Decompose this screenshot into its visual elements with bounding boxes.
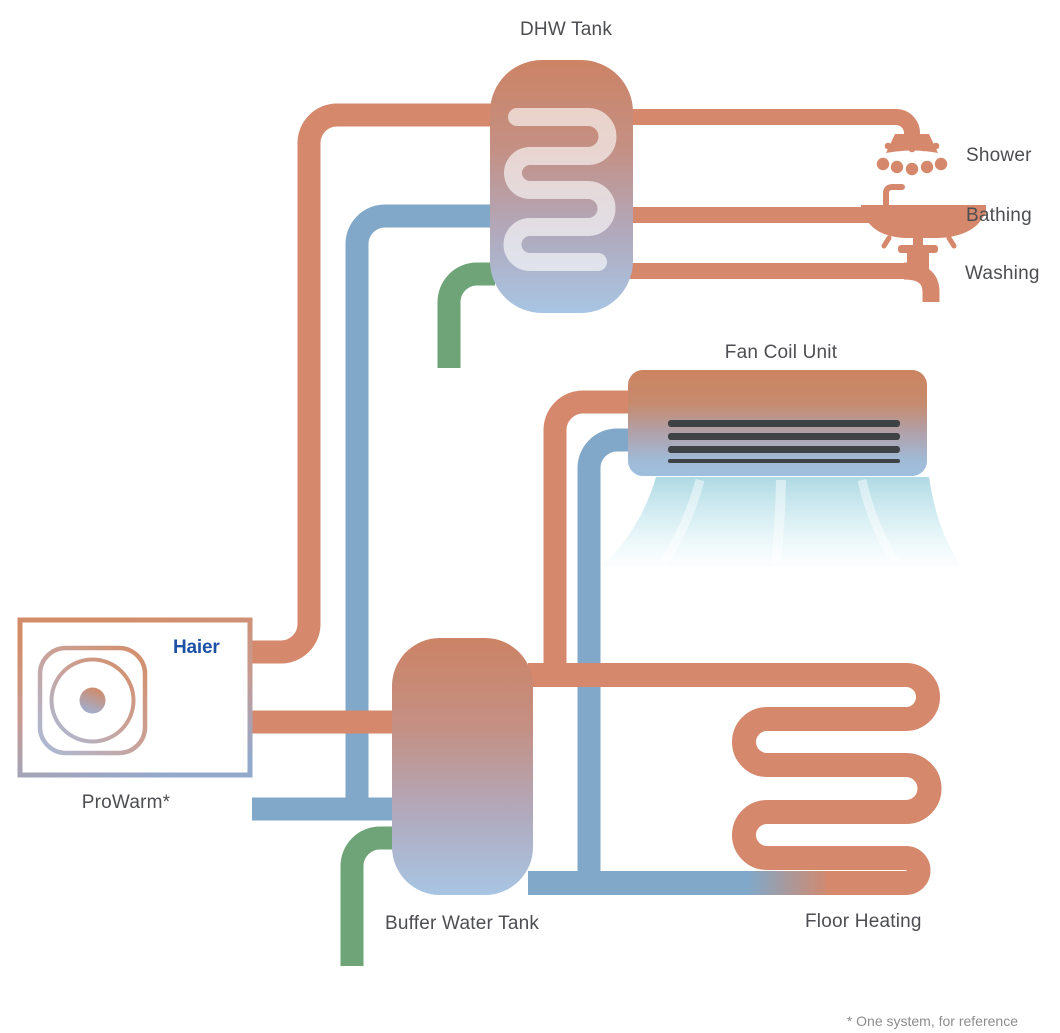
- hot-water-pipe-fancoil-supply: [543, 390, 635, 686]
- cold-water-pipe-dhw-return: [345, 204, 495, 820]
- dhw-outlet-pipes: [630, 109, 920, 279]
- bathing-label: Bathing: [966, 205, 1032, 226]
- cold-water-pipes: [252, 204, 632, 894]
- dhw-tank: [490, 60, 633, 313]
- hot-water-pipes: [252, 103, 635, 734]
- faucet-icon: [898, 237, 940, 302]
- inlet-water-pipe-buffer: [340, 826, 405, 966]
- buffer-tank-label: Buffer Water Tank: [385, 913, 540, 934]
- floor-heating-label: Floor Heating: [805, 911, 922, 932]
- fan-icon: [37, 645, 148, 756]
- shower-icon: [876, 134, 948, 176]
- dhw-tank-label: DHW Tank: [519, 19, 613, 40]
- heat-pump-unit: [17, 617, 253, 778]
- shower-label: Shower: [966, 145, 1032, 166]
- dhw-heat-exchanger-coil: [503, 108, 617, 271]
- washing-label: Washing: [965, 263, 1040, 284]
- buffer-water-tank: [392, 638, 533, 895]
- haier-logo: Haier: [173, 637, 220, 658]
- fan-coil-label: Fan Coil Unit: [724, 342, 838, 363]
- fan-coil-unit: [628, 370, 927, 476]
- inlet-water-pipes: [340, 262, 495, 966]
- shower-pipe: [630, 109, 920, 139]
- cold-water-pipe-fancoil-return: [577, 428, 632, 894]
- fan-coil-slats: [668, 420, 900, 463]
- air-flow: [601, 477, 962, 567]
- hot-water-pipe-heatpump-to-dhw: [252, 103, 500, 664]
- bathtub-icon: [861, 184, 986, 249]
- floor-heating-coil: [528, 663, 942, 895]
- prowarm-label: ProWarm*: [81, 792, 171, 813]
- inlet-water-pipe-dhw: [437, 262, 495, 368]
- reference-footnote: * One system, for reference: [846, 1013, 1018, 1029]
